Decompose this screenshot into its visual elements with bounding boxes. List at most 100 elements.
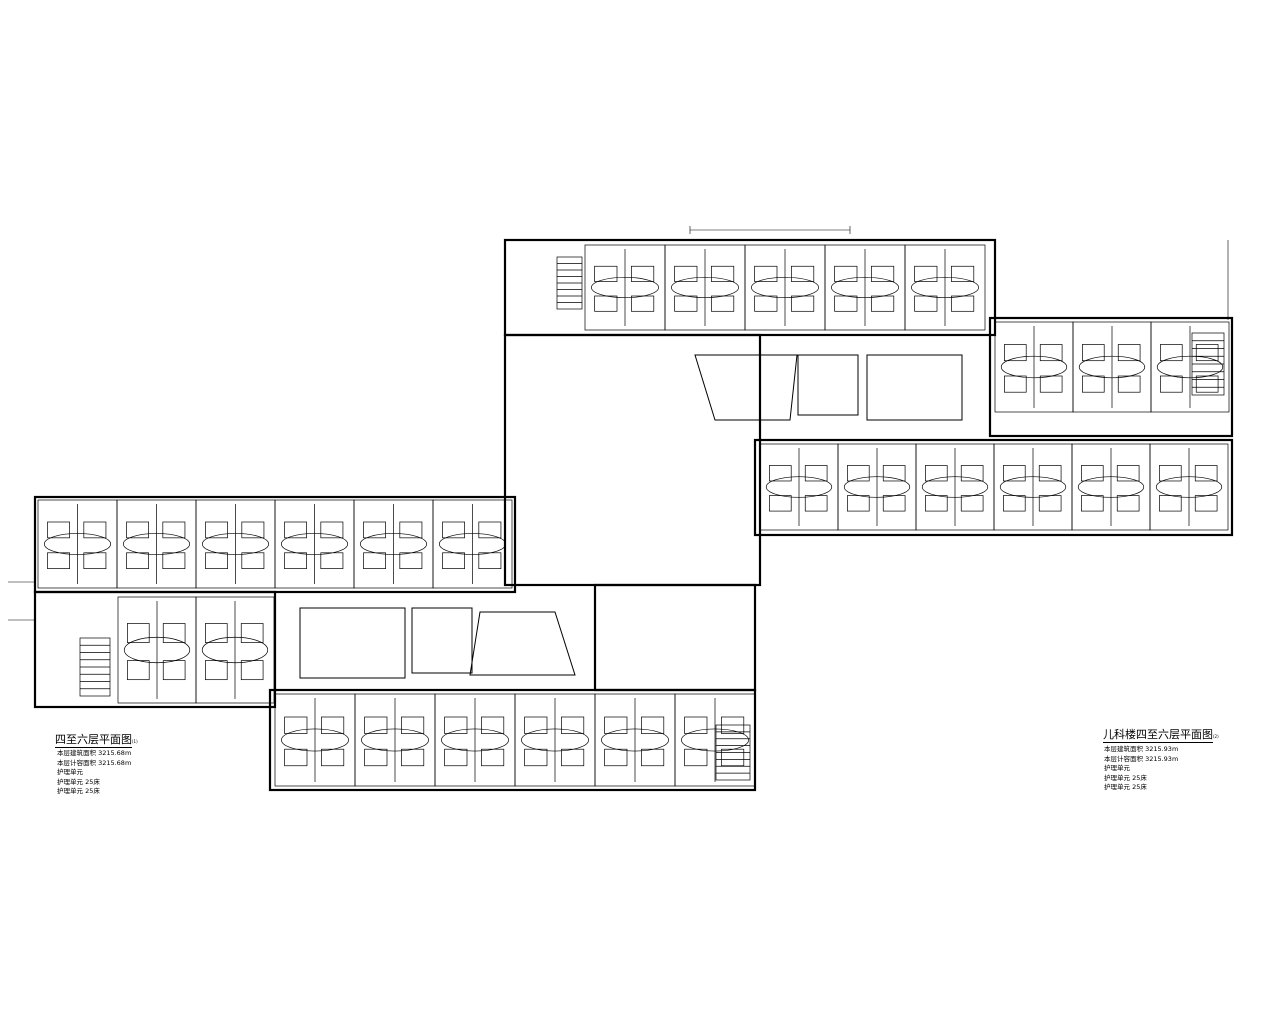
bed (241, 521, 265, 539)
note-left-line: 护理单元 25床 (57, 777, 100, 786)
bed (284, 552, 307, 569)
bed (321, 716, 345, 734)
bed (847, 495, 870, 512)
bed (240, 660, 264, 681)
bed (1003, 465, 1026, 482)
note-right-line: 护理单元 25床 (1104, 773, 1147, 782)
bed (641, 716, 665, 734)
bed (83, 552, 107, 569)
patient-room (915, 443, 995, 531)
bed (847, 465, 870, 482)
patient-room (354, 693, 436, 787)
note-left-line: 本层计容面积 3215.68m (57, 758, 132, 767)
bed (363, 552, 386, 569)
bed (481, 748, 505, 767)
patient-room (195, 596, 275, 704)
bed (604, 748, 628, 767)
bed (481, 716, 505, 734)
drawing-title-left: 四至六层平面图(1) (55, 733, 138, 748)
dimension-lines (8, 226, 1229, 621)
bed (444, 716, 468, 734)
bed (1160, 344, 1183, 362)
patient-room (116, 499, 197, 589)
bed (594, 295, 618, 312)
bed (240, 623, 264, 643)
patient-room (37, 499, 118, 589)
bed (711, 295, 735, 312)
bed (478, 521, 502, 539)
title-right-suffix: (2) (1213, 734, 1219, 739)
bed (478, 552, 502, 569)
stairwell (556, 256, 583, 310)
bed (914, 265, 938, 282)
patient-room (1071, 443, 1151, 531)
bed (442, 552, 465, 569)
bed (126, 552, 149, 569)
bed (791, 295, 815, 312)
patient-room (994, 321, 1074, 413)
stairwell (1191, 332, 1225, 396)
bed (925, 465, 948, 482)
bed (631, 295, 655, 312)
bed (321, 748, 345, 767)
bed (951, 295, 975, 312)
bed (561, 748, 585, 767)
bed (127, 623, 150, 643)
patient-room (274, 499, 355, 589)
patient-room (584, 244, 666, 331)
bed (914, 295, 938, 312)
bed (721, 748, 745, 767)
bed (442, 521, 465, 539)
bed (960, 495, 984, 512)
bed (1082, 344, 1105, 362)
bed (1038, 495, 1062, 512)
bed (162, 660, 186, 681)
note-right-line: 护理单元 25床 (1104, 783, 1147, 791)
patient-room (594, 693, 676, 787)
bed (1160, 375, 1183, 393)
patient-room (117, 596, 197, 704)
bed (871, 265, 895, 282)
bed (320, 552, 344, 569)
bed (951, 265, 975, 282)
bed (162, 552, 186, 569)
bed (401, 748, 425, 767)
patient-room (1149, 443, 1229, 531)
room-outline (1150, 321, 1230, 413)
room-outline (432, 499, 513, 589)
bed (674, 295, 698, 312)
bed (674, 265, 698, 282)
stairwells (79, 256, 1225, 781)
central-stations (299, 354, 963, 679)
bed (960, 465, 984, 482)
title-left-text: 四至六层平面图 (55, 733, 132, 748)
bed (1039, 375, 1063, 393)
bed (126, 521, 149, 539)
bed (1116, 495, 1140, 512)
bed (1194, 495, 1218, 512)
patient-room (195, 499, 276, 589)
bed (1117, 344, 1141, 362)
room-outline (1149, 443, 1229, 531)
patient-room (274, 693, 356, 787)
bed (631, 265, 655, 282)
note-right-line: 本层计容面积 3215.93m (1104, 754, 1179, 763)
bed (205, 660, 228, 681)
bed (871, 295, 895, 312)
bed (791, 265, 815, 282)
bed (162, 623, 186, 643)
bed (804, 495, 828, 512)
bed (754, 265, 778, 282)
bed (641, 748, 665, 767)
bed (127, 660, 150, 681)
bed (205, 623, 228, 643)
bed (399, 552, 423, 569)
bed (399, 521, 423, 539)
drawing-title-right: 儿科楼四至六层平面图(2) (1103, 728, 1219, 743)
bed (47, 552, 70, 569)
patient-rooms (37, 244, 1230, 787)
bed (1194, 465, 1218, 482)
bed (1004, 344, 1027, 362)
patient-room (674, 693, 756, 787)
patient-room (1150, 321, 1230, 413)
